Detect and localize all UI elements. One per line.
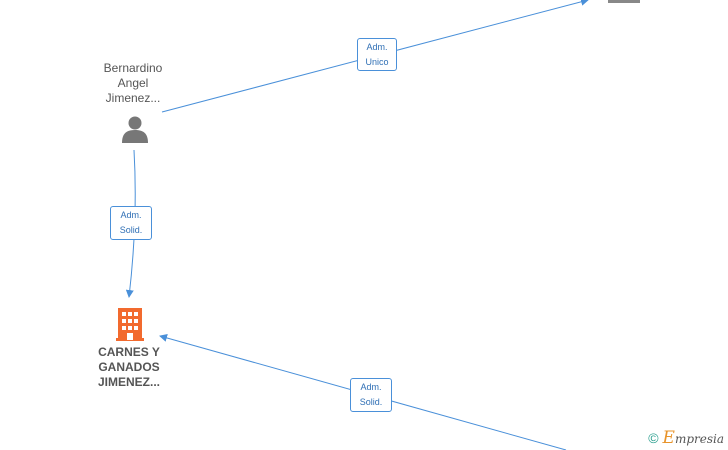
edge-label-line: Unico	[365, 57, 389, 67]
brand-footer: ©Empresia	[648, 428, 724, 448]
person-icon[interactable]	[122, 116, 148, 144]
edge-label-line: Adm.	[120, 210, 142, 220]
person-name-line: Bernardino	[103, 61, 163, 75]
edge-label-bottom-company[interactable]: Adm. Solid.	[350, 378, 392, 412]
company-name-line: JIMENEZ...	[97, 375, 160, 389]
offscreen-node-icon[interactable]	[608, 0, 640, 3]
edge-label-line: Adm.	[360, 382, 382, 392]
brand-logo-text: mpresia	[674, 432, 724, 446]
building-icon[interactable]	[116, 308, 144, 341]
copyright-symbol: ©	[648, 430, 659, 446]
person-name-line: Angel	[117, 76, 149, 90]
company-name-line: GANADOS	[98, 360, 160, 374]
edge-label-adm-unico[interactable]: Adm. Unico	[357, 38, 397, 71]
person-node-label[interactable]: Bernardino Angel Jimenez...	[88, 61, 178, 106]
company-node-label[interactable]: CARNES Y GANADOS JIMENEZ...	[84, 345, 174, 390]
company-name-line: CARNES Y	[98, 345, 160, 359]
edge-label-line: Solid.	[359, 397, 383, 407]
brand-logo-initial: E	[662, 428, 675, 448]
edge-label-line: Adm.	[366, 42, 388, 52]
edge-label-person-company[interactable]: Adm. Solid.	[110, 206, 152, 240]
person-name-line: Jimenez...	[105, 91, 161, 105]
edge-label-line: Solid.	[119, 225, 143, 235]
